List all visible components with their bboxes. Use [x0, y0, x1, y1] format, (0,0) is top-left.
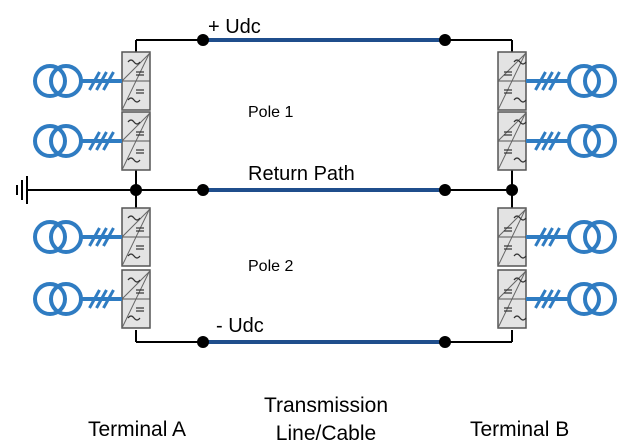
junction-dot — [130, 184, 142, 196]
terminal-a-label: Terminal A — [88, 418, 186, 441]
ground-icon — [16, 176, 28, 204]
transmission-label-line2: Line/Cable — [276, 422, 376, 445]
converter-icon — [121, 269, 151, 329]
transformer-icon — [33, 220, 122, 254]
transformer-icon — [526, 64, 617, 98]
converter-icon — [497, 51, 527, 111]
transformer-icon — [526, 282, 617, 316]
junction-dot — [197, 34, 209, 46]
terminal-b-label: Terminal B — [470, 418, 569, 441]
converter-icon — [497, 269, 527, 329]
converter-icon — [121, 51, 151, 111]
converter-icon — [121, 111, 151, 171]
junction-dot — [439, 336, 451, 348]
transformer-icon — [33, 64, 122, 98]
transformer-icon — [526, 220, 617, 254]
transformer-icon — [33, 124, 122, 158]
junction-dot — [506, 184, 518, 196]
transmission-label-line1: Transmission — [264, 394, 388, 417]
junction-dot — [439, 184, 451, 196]
transformer-icon — [33, 282, 122, 316]
converter-icon — [497, 207, 527, 267]
pole2-label: Pole 2 — [248, 258, 293, 275]
junction-dots — [130, 34, 518, 348]
transformer-icon — [526, 124, 617, 158]
transmission-lines — [201, 38, 447, 344]
minus-udc-label: - Udc — [216, 315, 264, 337]
return-path-label: Return Path — [248, 163, 355, 185]
junction-dot — [439, 34, 451, 46]
converter-icon — [121, 207, 151, 267]
plus-udc-label: + Udc — [208, 16, 261, 38]
junction-dot — [197, 184, 209, 196]
junction-dot — [197, 336, 209, 348]
converter-icon — [497, 111, 527, 171]
converter-units — [33, 51, 617, 329]
pole1-label: Pole 1 — [248, 104, 293, 121]
